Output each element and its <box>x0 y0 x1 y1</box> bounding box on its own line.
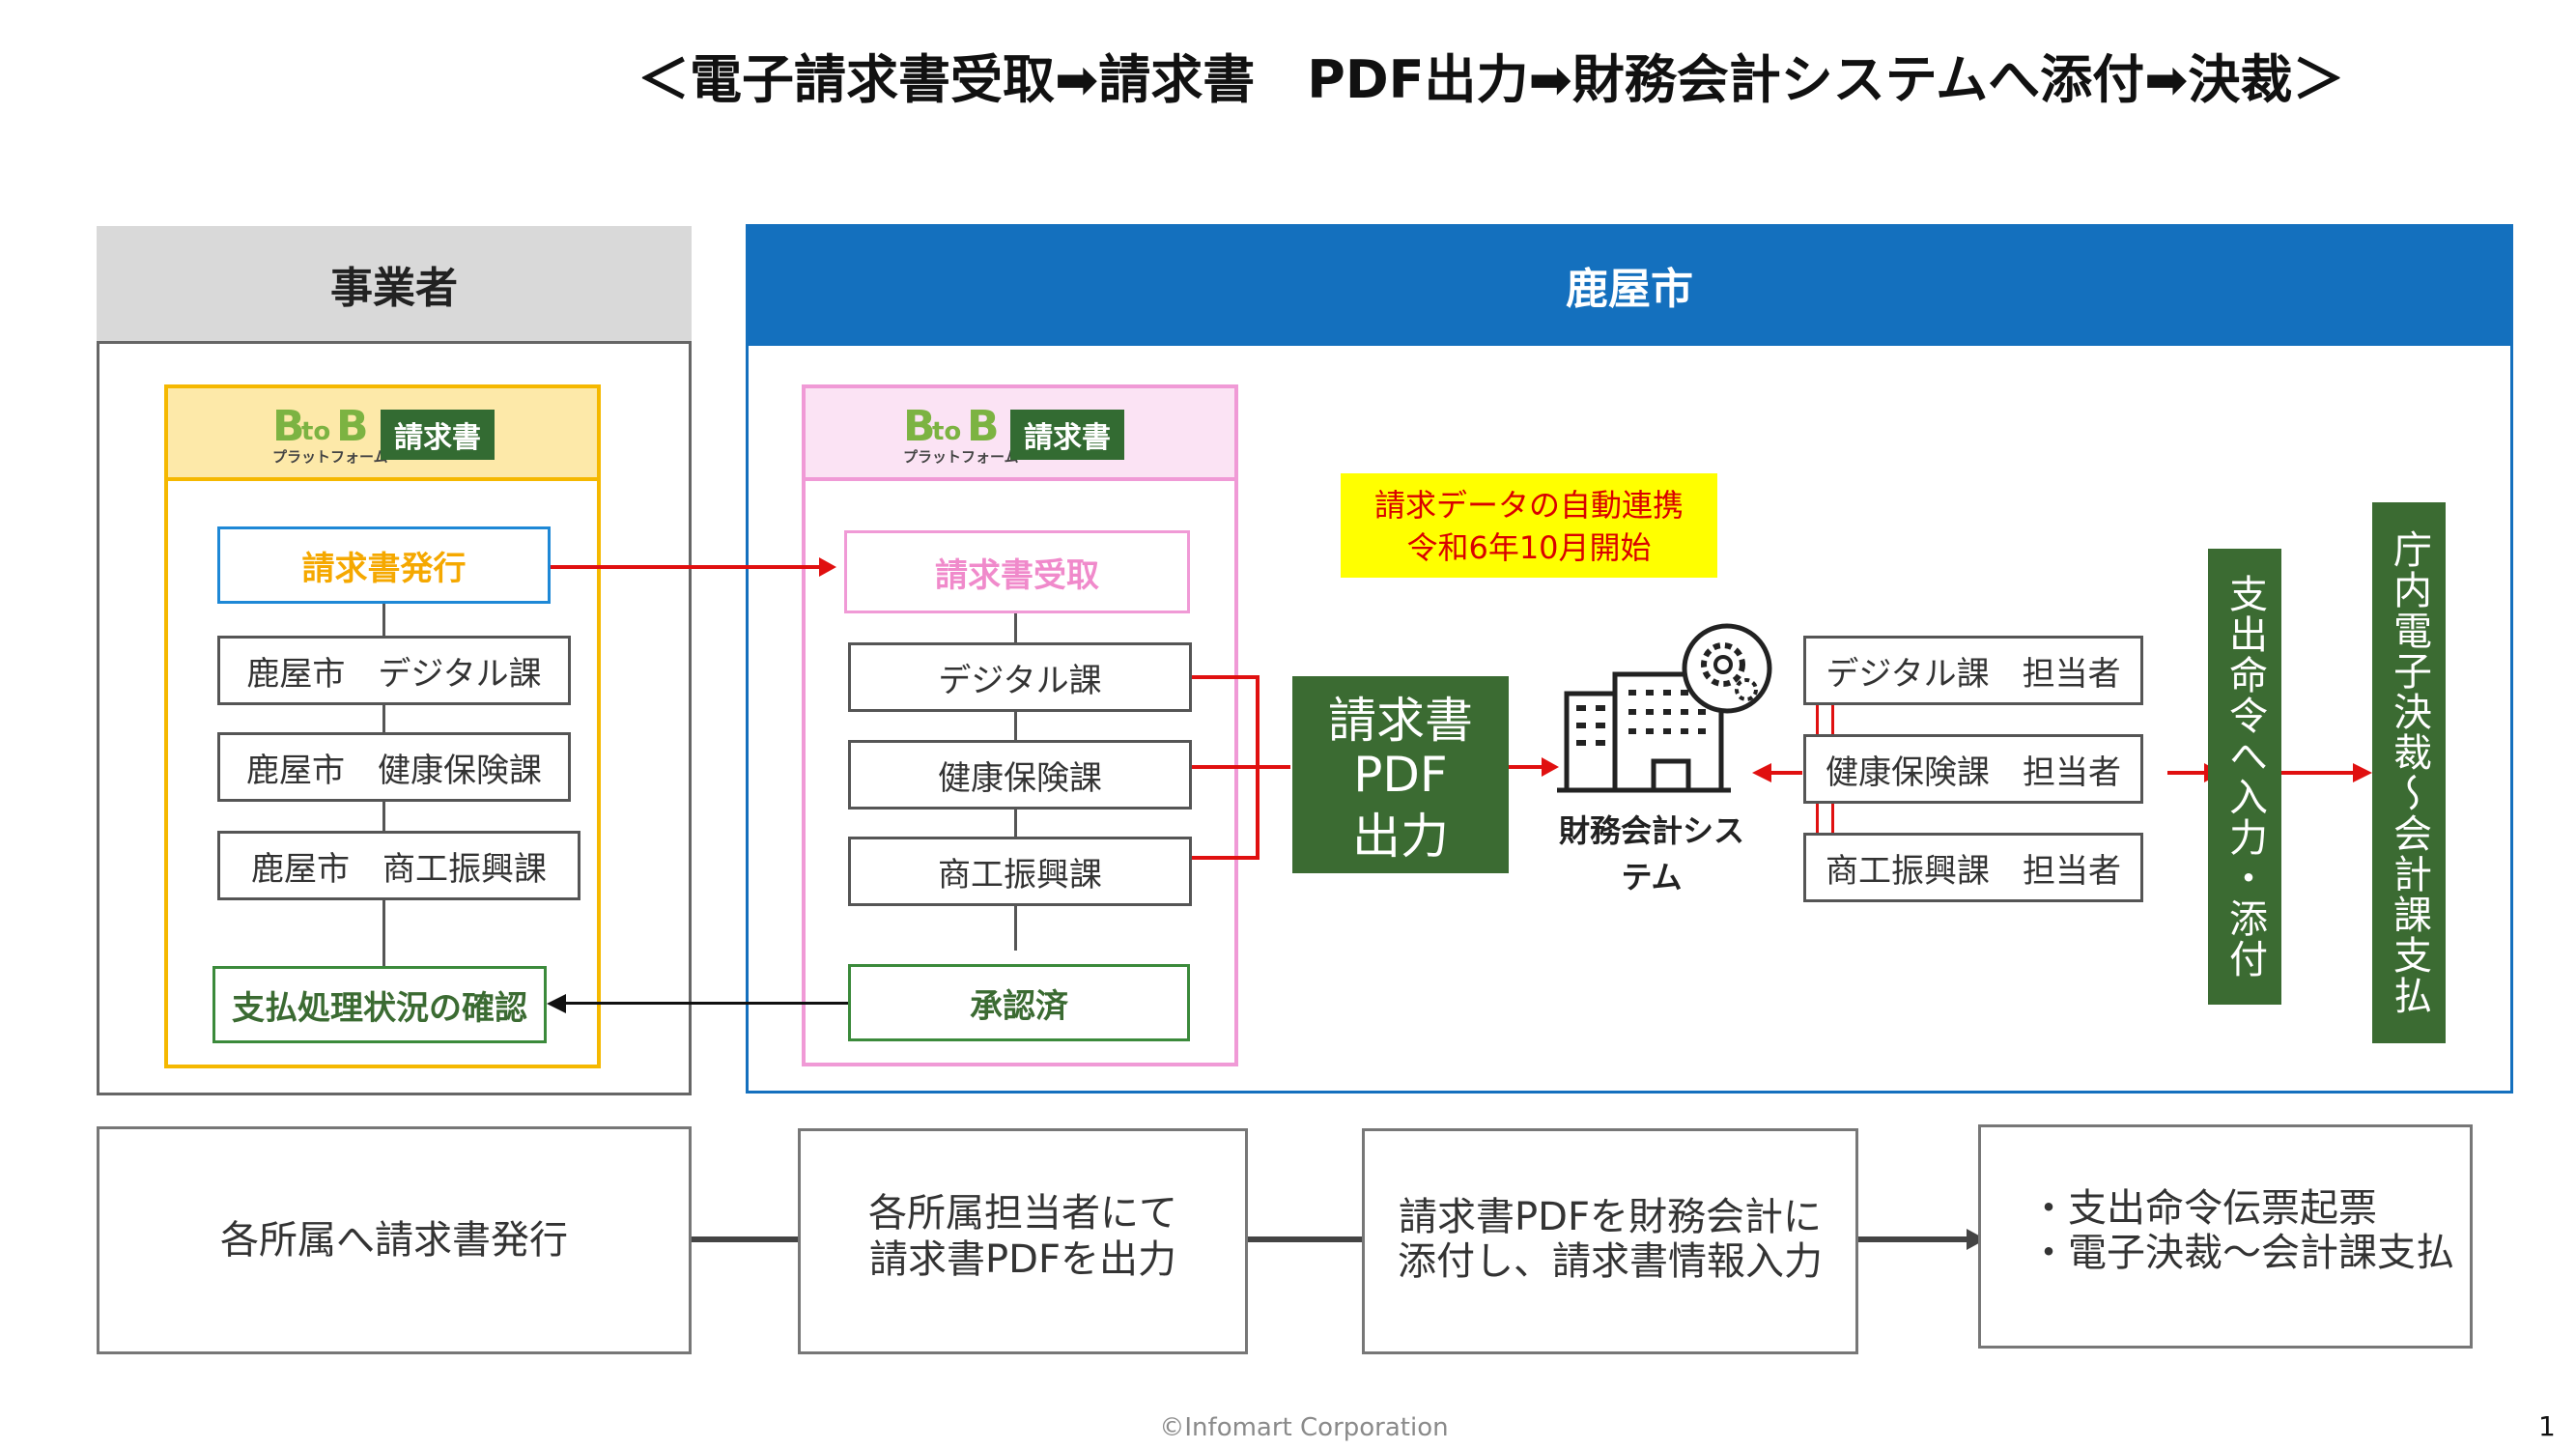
bracket-health <box>1192 765 1290 769</box>
auto-link-note-line2: 令和6年10月開始 <box>1406 529 1652 566</box>
logo-letter-to: to <box>301 417 331 446</box>
city-dept-digital: デジタル課 <box>848 642 1192 712</box>
gear-icon <box>1701 642 1745 687</box>
pdf-output-line2: PDF <box>1353 747 1448 803</box>
approved-box[interactable]: 承認済 <box>848 964 1190 1041</box>
step-output-pdf-line2: 請求書PDFを出力 <box>869 1237 1176 1282</box>
logo-subtitle: プラットフォーム <box>272 448 388 466</box>
financial-system-icon <box>1557 623 1772 793</box>
step-attach-pdf: 請求書PDFを財務会計に 添付し、請求書情報入力 <box>1362 1128 1858 1354</box>
staff-link-left-bottom <box>1816 804 1819 833</box>
arrow-payment-to-approval <box>2281 771 2355 775</box>
step-approval-line2: ・電子決裁～会計課支払 <box>2029 1231 2454 1275</box>
arrow-head-status <box>547 994 566 1013</box>
pdf-output-line3: 出力 <box>1352 809 1449 865</box>
city-dept-health: 健康保険課 <box>848 740 1192 810</box>
staff-link-right-top <box>1831 705 1834 734</box>
staff-digital: デジタル課 担当者 <box>1803 636 2143 705</box>
door <box>1651 758 1691 793</box>
vendor-btob-logo: B to B プラットフォーム <box>272 402 388 467</box>
arrow-staff-to-payment <box>2167 771 2208 775</box>
staff-commerce: 商工振興課 担当者 <box>1803 833 2143 902</box>
pdf-output-box: 請求書 PDF 出力 <box>1292 676 1509 873</box>
payment-status-box[interactable]: 支払処理状況の確認 <box>212 966 547 1043</box>
staff-link-right-bottom <box>1831 804 1834 833</box>
logo-letter-b1: B <box>272 402 305 451</box>
pdf-output-line1: 請求書 <box>1328 693 1473 749</box>
e-approval-label: 庁内電子決裁～会計課支払 <box>2387 529 2431 1016</box>
e-approval-box: 庁内電子決裁～会計課支払 <box>2372 502 2446 1043</box>
payment-order-label: 支出命令へ入力・添付 <box>2222 574 2267 980</box>
logo-letter-b2: B <box>336 402 369 451</box>
page-title: ＜電子請求書受取➡請求書 PDF出力➡財務会計システムへ添付➡決裁＞ <box>637 49 2345 110</box>
step-issue-invoice: 各所属へ請求書発行 <box>97 1126 692 1354</box>
logo-subtitle: プラットフォーム <box>903 448 1019 466</box>
step-attach-pdf-line1: 請求書PDFを財務会計に <box>1399 1195 1822 1239</box>
vendor-invoice-badge: 請求書 <box>381 410 495 460</box>
issue-invoice-box[interactable]: 請求書発行 <box>217 526 551 604</box>
payment-order-box: 支出命令へ入力・添付 <box>2208 549 2281 1005</box>
auto-link-note: 請求データの自動連携 令和6年10月開始 <box>1341 473 1717 578</box>
auto-link-note-line1: 請求データの自動連携 <box>1373 487 1684 524</box>
arrow-issue-to-receive <box>551 565 823 569</box>
financial-system-label-line2: テム <box>1621 859 1683 895</box>
staff-health: 健康保険課 担当者 <box>1803 734 2143 804</box>
city-btob-logo: B to B プラットフォーム <box>903 402 1019 467</box>
page-number: 1 <box>2538 1410 2556 1442</box>
logo-letter-b1: B <box>903 402 936 451</box>
staff-link-left-top <box>1816 705 1819 734</box>
arrow-head-receive <box>819 557 836 577</box>
vendor-dept-commerce: 鹿屋市 商工振興課 <box>217 831 580 900</box>
financial-system-label-line1: 財務会計シス <box>1558 812 1744 849</box>
vendor-panel-header: 事業者 <box>97 226 692 344</box>
arrow-staff-to-system <box>1771 771 1802 775</box>
vendor-dept-health: 鹿屋市 健康保険課 <box>217 732 571 802</box>
step-issue-invoice-label: 各所属へ請求書発行 <box>220 1218 568 1263</box>
step-output-pdf-line1: 各所属担当者にて <box>868 1191 1177 1236</box>
step-output-pdf: 各所属担当者にて 請求書PDFを出力 <box>798 1128 1248 1354</box>
arrow-pdf-to-system <box>1509 765 1545 769</box>
arrow-head-system <box>1542 757 1559 777</box>
vendor-dept-digital: 鹿屋市 デジタル課 <box>217 636 571 705</box>
logo-letter-to: to <box>932 417 962 446</box>
step-approval-line1: ・支出命令伝票起票 <box>2029 1186 2377 1231</box>
window-grid <box>1576 690 1706 746</box>
step-connector-2 <box>1248 1236 1362 1242</box>
arrow-approved-to-status <box>566 1002 848 1005</box>
receive-invoice-box[interactable]: 請求書受取 <box>844 530 1190 613</box>
bracket-digital <box>1192 675 1258 679</box>
step-connector-1 <box>692 1236 798 1242</box>
city-dept-commerce: 商工振興課 <box>848 837 1192 906</box>
gear-icon-circle <box>1682 623 1772 714</box>
arrow-head-staff <box>1752 763 1771 782</box>
city-panel-header: 鹿屋市 <box>746 224 2513 346</box>
step-attach-pdf-line2: 添付し、請求書情報入力 <box>1398 1239 1823 1284</box>
copyright: ©Infomart Corporation <box>1159 1413 1449 1442</box>
step-connector-3 <box>1858 1236 1970 1242</box>
arrow-head-approval <box>2353 763 2372 782</box>
step-approval: ・支出命令伝票起票 ・電子決裁～会計課支払 <box>1978 1124 2473 1349</box>
logo-letter-b2: B <box>967 402 1000 451</box>
city-invoice-badge: 請求書 <box>1010 410 1124 460</box>
bracket-commerce <box>1192 856 1258 860</box>
